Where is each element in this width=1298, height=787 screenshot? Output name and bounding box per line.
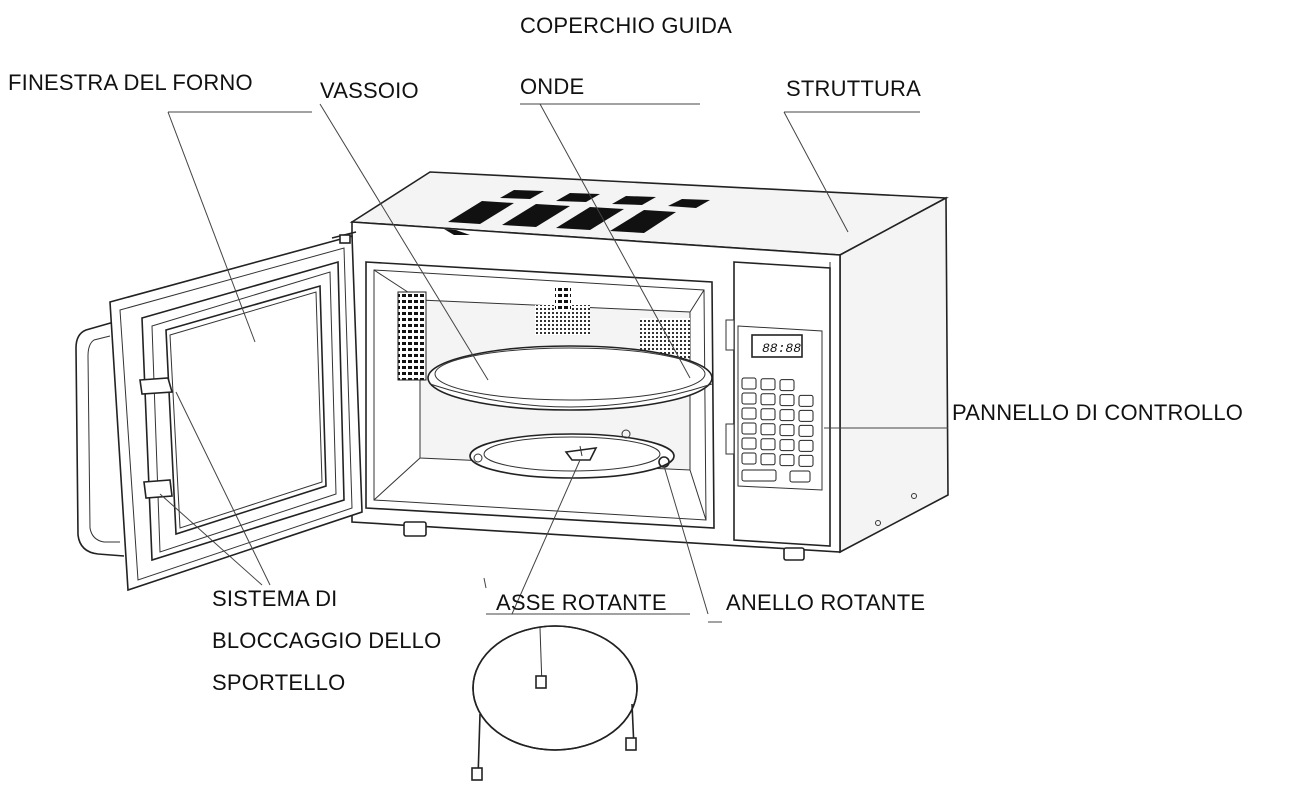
label-vassoio: VASSOIO — [320, 78, 419, 103]
glass-tray — [427, 345, 713, 411]
rotating-ring — [469, 429, 675, 479]
label-sistema-di: SISTEMA DI — [212, 586, 338, 611]
keypad-button — [760, 408, 776, 421]
control-panel-display: 88:88 — [762, 341, 801, 356]
control-panel: 88:88 — [725, 261, 831, 547]
keypad-button — [741, 407, 757, 420]
keypad-button — [798, 424, 814, 437]
label-asse-rotante: ASSE ROTANTE — [496, 590, 667, 615]
keypad-button — [798, 409, 814, 422]
keypad-button — [779, 439, 795, 452]
keypad-button — [798, 454, 814, 467]
keypad-button — [741, 377, 757, 390]
keypad-button — [741, 422, 757, 435]
keypad-button — [798, 394, 814, 407]
keypad-button — [779, 379, 795, 392]
keypad-stop-button — [789, 470, 811, 483]
label-pannello-di-controllo: PANNELLO DI CONTROLLO — [952, 400, 1244, 425]
keypad-button — [760, 378, 776, 391]
keypad-button — [760, 453, 776, 466]
keypad-button — [779, 409, 795, 422]
label-anello-rotante: ANELLO ROTANTE — [726, 590, 926, 615]
keypad-button — [779, 454, 795, 467]
keypad-button — [760, 423, 776, 436]
keypad-button — [760, 438, 776, 451]
keypad-button — [779, 424, 795, 437]
label-bloccaggio-dello: BLOCCAGGIO DELLO — [212, 628, 442, 653]
label-finestra-del-forno: FINESTRA DEL FORNO — [8, 70, 253, 95]
keypad-start-button — [741, 469, 777, 482]
top-vent-grille — [444, 190, 710, 235]
keypad-button — [741, 392, 757, 405]
keypad-button — [760, 393, 776, 406]
leader-lines — [159, 103, 948, 623]
keypad — [741, 377, 814, 483]
label-struttura: STRUTTURA — [786, 76, 922, 101]
keypad-button — [741, 437, 757, 450]
keypad-button — [741, 452, 757, 465]
label-coperchio-guida: COPERCHIO GUIDA — [520, 13, 733, 38]
oven-door — [75, 231, 363, 592]
keypad-button — [779, 394, 795, 407]
label-sportello: SPORTELLO — [212, 670, 346, 695]
grill-rack — [471, 625, 638, 781]
keypad-button — [798, 439, 814, 452]
oven-feet — [403, 493, 917, 561]
label-onde: ONDE — [520, 74, 585, 99]
